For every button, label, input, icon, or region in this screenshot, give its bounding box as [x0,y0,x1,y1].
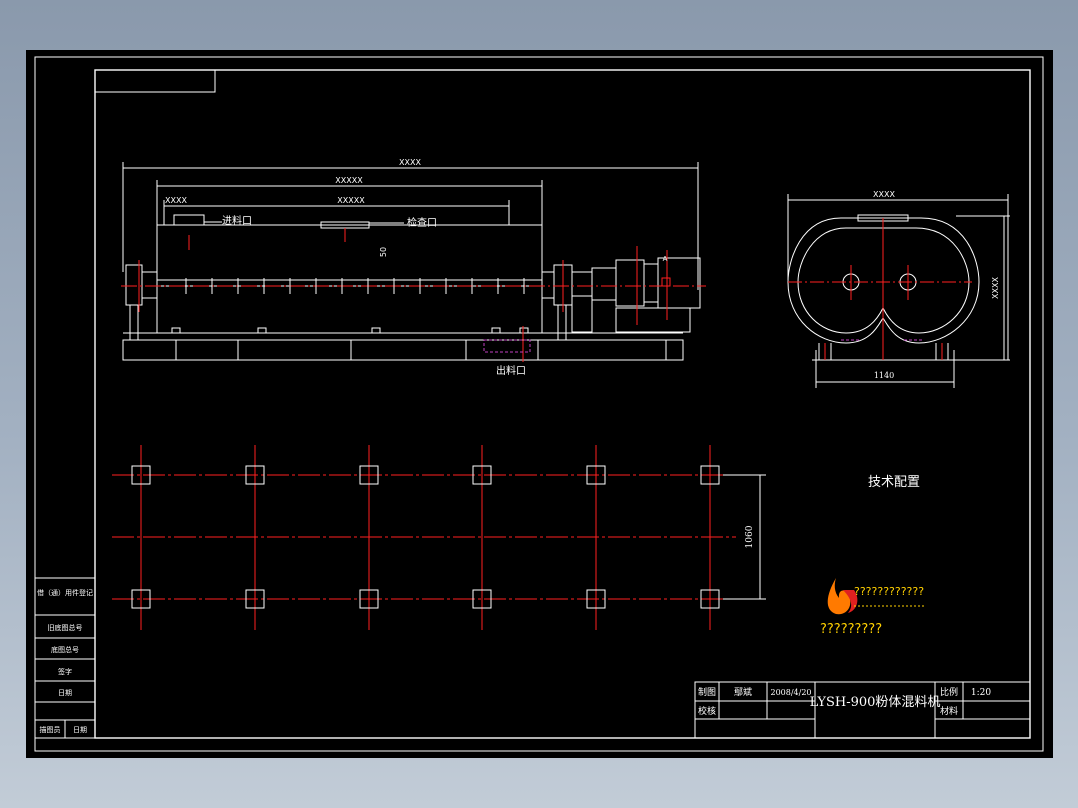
front-view-centerlines [121,228,706,362]
scale-value: 1:20 [971,688,991,698]
tech-config-title: 技术配置 [868,475,920,490]
drawing-canvas: 借（通）用件登记 旧底图总号 底图总号 签字 日期 描图员 日期 [34,56,1044,752]
logo-text-line2: ????????? [820,622,882,637]
side-table-row-4: 签字 [58,667,72,676]
inlet-label: 进料口 [222,214,252,227]
side-table-bottom-2: 日期 [73,726,87,734]
drawing-title: LYSH-900粉体混料机 [810,695,941,710]
sheet-frame [34,56,1044,752]
scale-label: 比例 [940,686,958,698]
side-dim-height: XXXX [991,277,1000,299]
side-table-row-1: 借（通）用件登记 [37,588,93,597]
side-view [787,194,1010,388]
side-view-centerlines [788,218,972,360]
drawn-label: 制图 [698,686,716,698]
front-view [122,162,701,361]
drawn-by: 鄢斌 [734,686,752,698]
checked-label: 校核 [698,705,716,717]
side-table-row-3: 底图总号 [51,645,79,654]
dim-left-offset: XXXX [165,196,187,205]
foundation-plan-centerlines [112,445,736,630]
motor-center-mark [661,277,671,287]
dim-body-length: XXXXX [335,176,363,185]
foundation-dim-spacing: 1060 [745,525,755,548]
side-table-row-2: 旧底图总号 [48,623,83,632]
side-dim-bottom: 1140 [874,371,894,380]
dim-vertical: 50 [379,247,388,257]
side-dim-top: XXXX [873,190,895,199]
foundation-pads [131,465,766,609]
title-block [694,681,1031,739]
flame-logo [827,578,858,615]
dim-total-length: XXXX [399,158,421,167]
drawing-date: 2008/4/20 [770,688,811,697]
side-table [34,577,96,739]
side-table-row-5: 日期 [58,689,72,697]
material-label: 材料 [940,705,958,717]
drawing-sheet: 借（通）用件登记 旧底图总号 底图总号 签字 日期 描图员 日期 [26,50,1053,758]
dim-inner-length: XXXXX [337,196,365,205]
side-table-bottom-1: 描图员 [40,725,61,734]
outlet-hidden-lines [483,339,531,353]
inspection-label: 检查口 [407,216,437,229]
outlet-label: 出料口 [496,364,526,377]
logo-text-line1: ???????????? [854,585,924,598]
section-mark: A [663,255,668,263]
front-view-paddles [185,278,525,294]
